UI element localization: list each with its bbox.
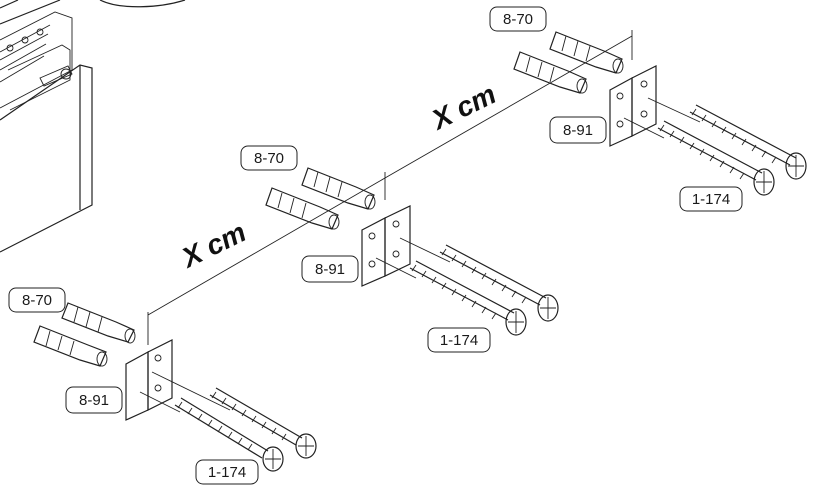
dimension-label-1: X cm (175, 216, 251, 274)
svg-text:8-91: 8-91 (315, 261, 345, 278)
wall-anchor (33, 325, 108, 367)
screw (647, 97, 807, 180)
svg-text:8-91: 8-91 (563, 122, 593, 139)
screw (375, 257, 527, 336)
anchor-part-label: 8-70 (8, 287, 66, 313)
plate-part-label: 8-91 (301, 255, 359, 283)
wall-anchor (301, 167, 376, 210)
mounting-group-3 (513, 31, 807, 196)
dimension-label-2: X cm (425, 78, 501, 136)
cabinet-corner (0, 0, 186, 253)
wall-anchor (549, 31, 624, 74)
wall-anchor (513, 51, 588, 94)
plate-part-label: 8-91 (65, 386, 123, 414)
mounting-plate (609, 65, 657, 147)
mounting-group-1 (33, 302, 317, 472)
wall-anchor (61, 302, 136, 344)
mounting-group-2 (265, 167, 559, 336)
svg-text:8-70: 8-70 (22, 292, 52, 309)
mounting-plate (125, 339, 173, 421)
dimension-lines (147, 30, 633, 345)
screw-part-label: 1-174 (427, 327, 491, 353)
screw (623, 117, 775, 196)
wall-anchor (265, 187, 340, 230)
screw-part-label: 1-174 (679, 186, 743, 212)
screw (139, 391, 284, 472)
svg-text:1-174: 1-174 (440, 332, 478, 349)
svg-text:1-174: 1-174 (692, 191, 730, 208)
svg-text:1-174: 1-174 (208, 464, 246, 481)
svg-text:8-70: 8-70 (503, 11, 533, 28)
anchor-part-label: 8-70 (240, 145, 298, 171)
screw (151, 371, 317, 459)
anchor-part-label: 8-70 (489, 6, 547, 32)
svg-text:8-70: 8-70 (254, 150, 284, 167)
svg-text:8-91: 8-91 (79, 392, 109, 409)
screw-part-label: 1-174 (195, 459, 259, 485)
mounting-plate (361, 205, 411, 287)
screw (399, 237, 559, 322)
plate-part-label: 8-91 (549, 116, 607, 144)
